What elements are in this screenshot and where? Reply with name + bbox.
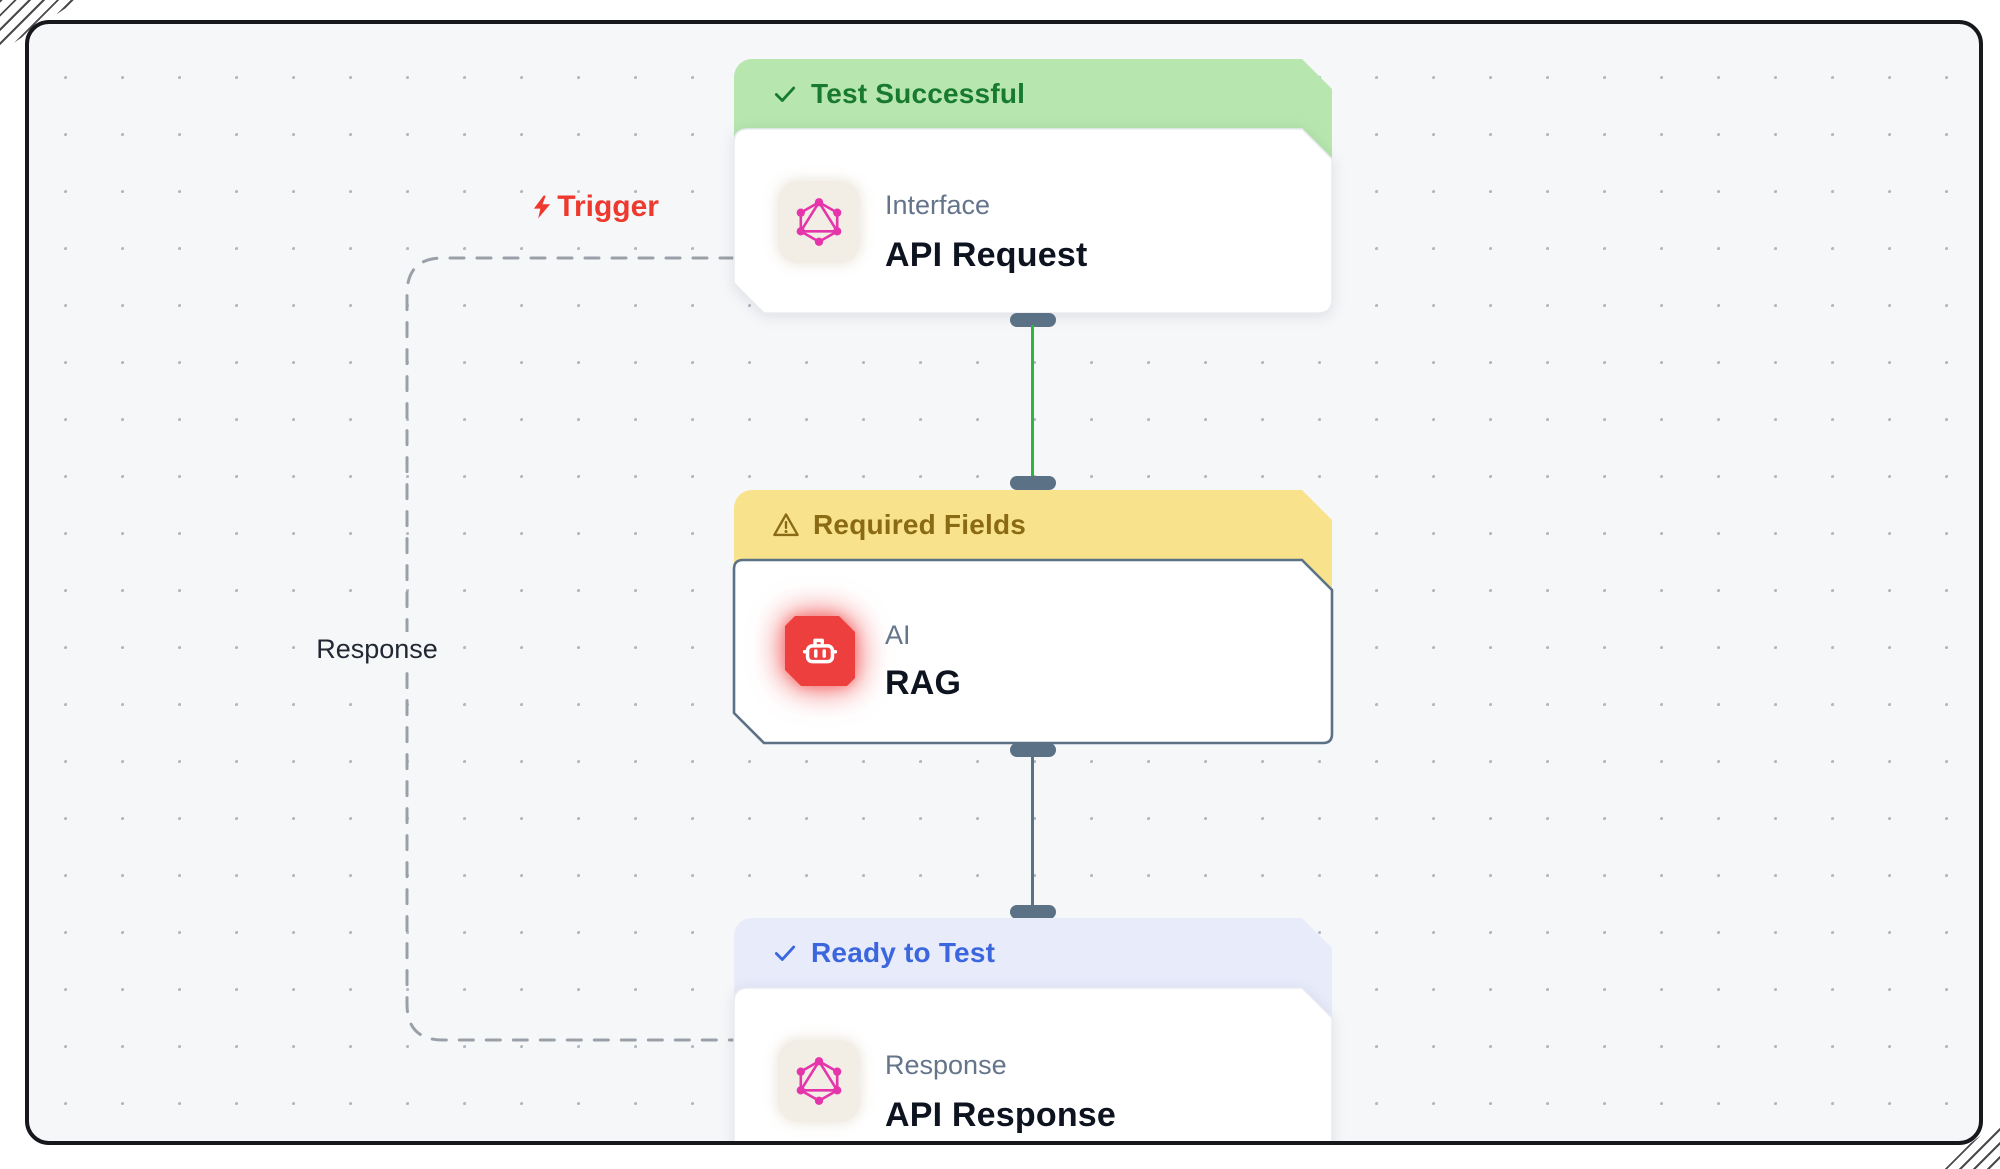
edge-success-connector[interactable] xyxy=(1031,325,1034,478)
check-icon xyxy=(774,945,796,961)
node-api-request[interactable] xyxy=(733,128,1333,314)
node-category: Interface xyxy=(885,190,991,220)
status-label: Test Successful xyxy=(811,78,1026,109)
node-rag[interactable] xyxy=(732,558,1334,745)
check-icon xyxy=(774,86,796,102)
input-port[interactable] xyxy=(1010,905,1056,919)
trigger-edge-label: Trigger xyxy=(497,187,659,227)
dot-grid-canvas[interactable]: Test Successful Interface xyxy=(29,24,1979,1141)
graphql-icon xyxy=(778,181,860,263)
input-port[interactable] xyxy=(1010,476,1056,490)
node-title: API Response xyxy=(885,1096,1117,1134)
flow-canvas-frame: Test Successful Interface xyxy=(25,20,1983,1145)
graphql-icon xyxy=(778,1040,860,1122)
node-title: RAG xyxy=(885,664,962,702)
warning-icon xyxy=(773,513,799,537)
output-port[interactable] xyxy=(1010,743,1056,757)
status-label: Ready to Test xyxy=(811,937,996,968)
node-api-response[interactable] xyxy=(733,987,1333,1145)
node-category: Response xyxy=(885,1050,1007,1080)
lightning-bolt-icon xyxy=(534,195,551,219)
response-edge-label: Response xyxy=(277,627,477,671)
robot-icon xyxy=(785,616,855,686)
node-category: AI xyxy=(885,620,911,650)
edge-connector[interactable] xyxy=(1031,755,1034,907)
status-label: Required Fields xyxy=(813,509,1027,540)
output-port[interactable] xyxy=(1010,313,1056,327)
node-title: API Request xyxy=(885,236,1088,274)
